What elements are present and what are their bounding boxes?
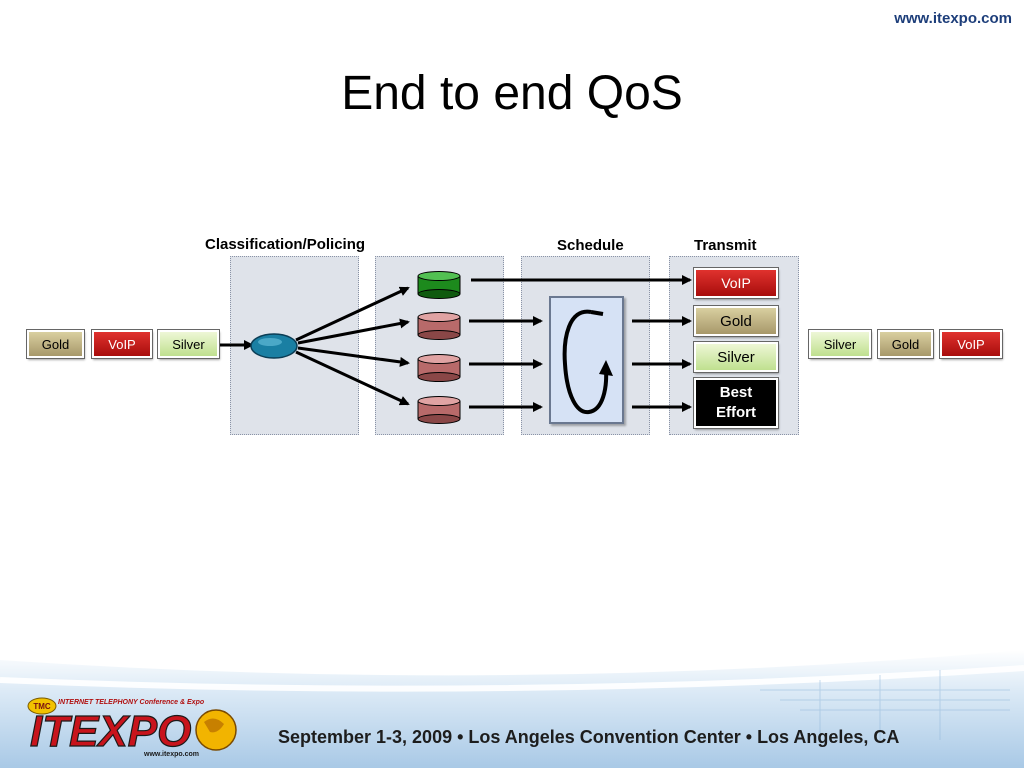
queue-gold-cylinder [417,312,461,340]
logo-url-text: www.itexpo.com [143,751,199,758]
event-details: September 1-3, 2009 • Los Angeles Conven… [278,727,900,747]
round-robin-icon [562,309,613,415]
input-packet-voip: VoIP [91,329,153,359]
flow-arrows [220,275,692,412]
classifier-node [250,333,298,359]
logo-tmc-text: TMC [33,702,51,711]
transmit-best-effort: Best Effort [693,377,779,429]
itexpo-logo: TMC INTERNET TELEPHONY Conference & Expo… [27,697,237,758]
queue-silver-cylinder [417,354,461,382]
transmit-silver: Silver [693,341,779,373]
footer-band [0,650,1024,768]
best-effort-line-2: Effort [716,404,756,421]
input-packet-silver: Silver [157,329,220,359]
stage-label-classification: Classification/Policing [205,236,366,253]
output-packet-silver: Silver [808,329,872,359]
arrow-group [220,275,692,412]
stage-label-schedule: Schedule [557,237,624,254]
classifier-highlight [258,338,282,346]
scheduler-box [549,296,624,424]
classify-arrow-1 [295,286,410,342]
page-title: End to end QoS [341,67,683,120]
output-packet-gold: Gold [877,329,934,359]
site-url: www.itexpo.com [894,10,1012,27]
logo-brand-text: ITEXPO [30,707,191,756]
queue-best-effort-cylinder [417,396,461,424]
input-packet-gold: Gold [26,329,85,359]
stage-label-transmit: Transmit [694,237,757,254]
best-effort-line-1: Best [719,384,753,401]
transmit-voip: VoIP [693,267,779,299]
transmit-gold: Gold [693,305,779,337]
logo-tagline-text: INTERNET TELEPHONY Conference & Expo [58,699,205,706]
classify-arrow-2 [297,318,410,345]
classify-arrow-3 [297,346,410,367]
queue-voip-cylinder [417,271,461,299]
output-packet-voip: VoIP [939,329,1003,359]
classify-arrow-4 [295,350,410,406]
